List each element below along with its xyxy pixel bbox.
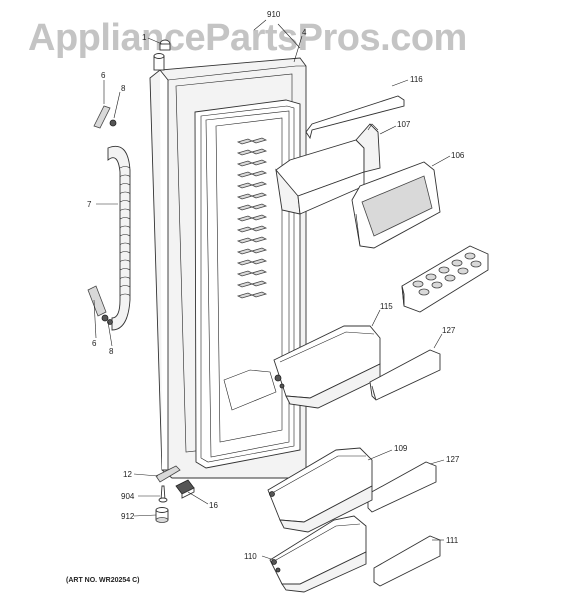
callout-107: 107 <box>397 120 411 129</box>
handle-bracket-top <box>93 105 117 129</box>
callout-115: 115 <box>380 302 393 311</box>
egg-cell <box>425 273 437 281</box>
hinge-pin <box>158 485 168 503</box>
callout-7: 7 <box>87 200 92 209</box>
liner-rib <box>236 170 268 178</box>
egg-cell <box>457 267 469 275</box>
leader-lines <box>93 19 451 561</box>
handle-grip-rib <box>119 259 131 262</box>
callout-4: 4 <box>302 28 307 37</box>
egg-cell <box>464 252 476 260</box>
callout-6-bottom: 6 <box>92 339 97 348</box>
egg-cell <box>470 260 482 268</box>
bin-trim-111 <box>373 535 441 587</box>
liner-rib <box>236 280 268 288</box>
egg-cell <box>451 259 463 267</box>
callout-16: 16 <box>209 501 218 510</box>
callout-8-top: 8 <box>121 84 126 93</box>
callout-12: 12 <box>123 470 132 479</box>
egg-cell <box>431 281 443 289</box>
handle-grip-rib <box>119 242 131 245</box>
callout-904: 904 <box>121 492 135 501</box>
callout-6-top: 6 <box>101 71 106 80</box>
handle-grip-rib <box>119 217 131 220</box>
bin-trim-lower <box>367 461 437 513</box>
handle-grip-rib <box>119 293 131 296</box>
handle-grip-rib <box>119 183 131 186</box>
callout-106: 106 <box>451 151 465 160</box>
liner-rib <box>236 214 268 222</box>
door-liner-ribs <box>215 117 283 443</box>
handle-grip-rib <box>119 276 131 279</box>
handle-grip-rib <box>119 251 131 254</box>
egg-tray <box>401 245 489 313</box>
liner-rib <box>236 159 268 167</box>
handle-grip-rib <box>119 174 131 177</box>
watermark-logo: AppliancePartsPros.com <box>28 17 467 59</box>
art-number: (ART NO. WR20254 C) <box>66 577 140 584</box>
handle-grip-rib <box>119 191 131 194</box>
shelf-bin-107 <box>275 123 381 215</box>
liner-rib <box>236 258 268 266</box>
egg-cell <box>412 280 424 288</box>
callout-912: 912 <box>121 512 135 521</box>
callout-127-upper: 127 <box>442 326 456 335</box>
bin-trim-upper <box>369 349 441 401</box>
dairy-compartment-cover <box>351 161 441 249</box>
hinge-shim <box>155 465 181 483</box>
callout-8-bottom: 8 <box>109 347 114 356</box>
callout-labels: 910 4 1 6 8 7 6 8 116 107 106 115 127 10… <box>87 10 465 561</box>
liner-rib <box>236 137 268 145</box>
bushing <box>155 507 169 523</box>
liner-rib <box>236 225 268 233</box>
callout-1: 1 <box>142 33 147 42</box>
liner-rib <box>236 269 268 277</box>
handle-grip-rib <box>119 225 131 228</box>
handle-grip-rib <box>119 166 131 169</box>
egg-cell <box>438 266 450 274</box>
liner-rib <box>236 203 268 211</box>
egg-cell <box>444 274 456 282</box>
door-bin-110 <box>269 515 367 593</box>
egg-cell <box>418 288 430 296</box>
handle-grip-rib <box>119 285 131 288</box>
liner-rib <box>236 236 268 244</box>
callout-110: 110 <box>244 552 257 561</box>
callout-109: 109 <box>394 444 408 453</box>
door-stop <box>175 479 195 499</box>
liner-rib <box>236 291 268 299</box>
callout-910: 910 <box>267 10 281 19</box>
liner-rib <box>236 148 268 156</box>
handle-grip-rib <box>119 268 131 271</box>
door-bin-109 <box>267 447 373 533</box>
callout-116: 116 <box>410 75 423 84</box>
handle-grip-rib <box>119 200 131 203</box>
handle-grip-rib <box>119 234 131 237</box>
liner-rib <box>236 181 268 189</box>
top-hinge-cap <box>153 39 171 71</box>
callout-127-lower: 127 <box>446 455 460 464</box>
callout-111: 111 <box>446 536 459 545</box>
bin-rail <box>305 95 405 140</box>
door-handle <box>107 145 131 331</box>
liner-rib <box>236 192 268 200</box>
handle-grip-rib <box>119 208 131 211</box>
handle-bracket-bottom <box>87 285 113 325</box>
liner-rib <box>236 247 268 255</box>
